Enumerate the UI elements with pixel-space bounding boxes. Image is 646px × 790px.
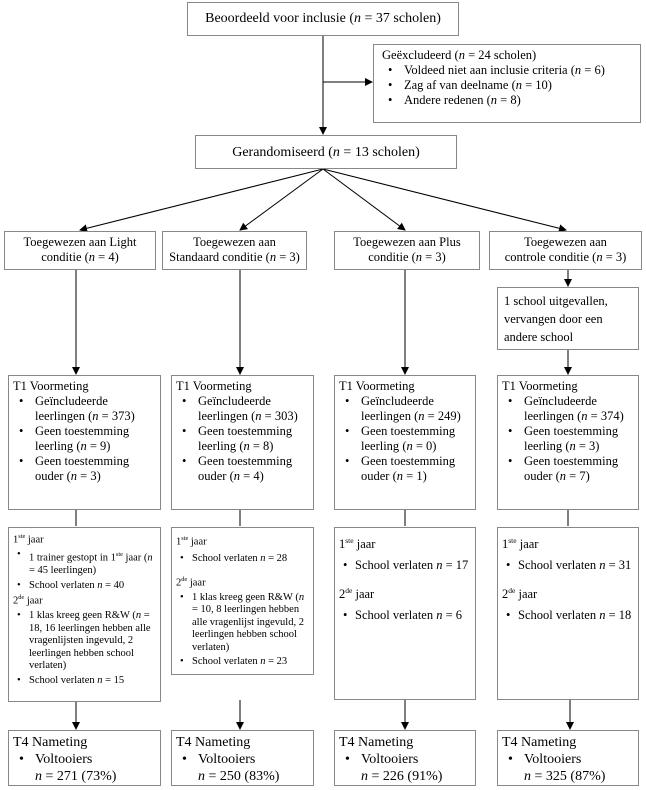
t1-light-box: T1 Voormeting Geïncludeerde leerlingen (… — [8, 375, 161, 510]
t4-completers: Voltooiers — [339, 751, 473, 768]
excluded-item: Andere redenen (n = 8) — [382, 93, 640, 108]
dropout-plus-box: 1ste jaar School verlaten n = 17 2de jaa… — [334, 527, 476, 700]
dropout-item: School verlaten n = 6 — [339, 608, 473, 623]
t4-completers-value: n = 226 (91%) — [361, 769, 443, 784]
dropout-item: 1 klas kreeg geen R&W (n = 10, 8 leerlin… — [176, 592, 311, 655]
t1-included: Geïncludeerde leerlingen (n = 303) — [176, 394, 311, 424]
t4-title: T4 Nameting — [13, 735, 88, 750]
t1-no-consent-parent: Geen toestemming ouder (n = 4) — [176, 454, 311, 484]
t1-standard-box: T1 Voormeting Geïncludeerde leerlingen (… — [171, 375, 314, 510]
year2-label: 2de jaar — [176, 575, 206, 589]
excluded-item: Voldeed niet aan inclusie criteria (n = … — [382, 63, 640, 78]
excluded-list: Voldeed niet aan inclusie criteria (n = … — [382, 63, 640, 108]
dropout-item: School verlaten n = 23 — [176, 656, 311, 669]
dropout-item: School verlaten n = 40 — [13, 580, 158, 593]
dropout-item: 1 klas kreeg geen R&W (n = 18, 16 leerli… — [13, 610, 158, 673]
replacement-box: 1 school uitgevallen, vervangen door een… — [497, 287, 639, 350]
t1-included: Geïncludeerde leerlingen (n = 374) — [502, 394, 636, 424]
arrow-rand-to-plus — [322, 168, 406, 231]
year2-label: 2de jaar — [502, 586, 538, 602]
arm-standard-box: Toegewezen aan Standaard conditie (n = 3… — [162, 231, 307, 270]
arrow-rand-to-control — [322, 168, 567, 233]
t1-included: Geïncludeerde leerlingen (n = 249) — [339, 394, 473, 424]
t4-title: T4 Nameting — [502, 735, 577, 750]
t1-no-consent-parent: Geen toestemming ouder (n = 3) — [13, 454, 158, 484]
dropout-item: School verlaten n = 17 — [339, 558, 473, 573]
dropout-item: School verlaten n = 28 — [176, 553, 311, 566]
t1-no-consent-student: Geen toestemming leerling (n = 9) — [13, 424, 158, 454]
excluded-title: Geëxcludeerd (n = 24 scholen) — [382, 48, 537, 62]
excluded-item: Zag af van deelname (n = 10) — [382, 78, 640, 93]
t4-standard-box: T4 Nameting Voltooiers n = 250 (83%) — [171, 730, 314, 786]
t1-title: T1 Voormeting — [13, 379, 89, 393]
t1-no-consent-student: Geen toestemming leerling (n = 3) — [502, 424, 636, 454]
t1-no-consent-student: Geen toestemming leerling (n = 0) — [339, 424, 473, 454]
t4-completers: Voltooiers — [502, 751, 636, 768]
t1-title: T1 Voormeting — [339, 379, 415, 393]
dropout-item: School verlaten n = 18 — [502, 608, 636, 623]
arrow-rand-to-light — [79, 168, 324, 233]
t4-title: T4 Nameting — [176, 735, 251, 750]
t4-completers: Voltooiers — [13, 751, 158, 768]
arm-control-box: Toegewezen aan controle conditie (n = 3) — [489, 231, 642, 270]
t1-included: Geïncludeerde leerlingen (n = 373) — [13, 394, 158, 424]
year1-label: 1ste jaar — [13, 533, 44, 546]
t4-completers-value: n = 271 (73%) — [35, 769, 117, 784]
year1-label: 1ste jaar — [502, 536, 539, 552]
arm-plus-box: Toegewezen aan Plus conditie (n = 3) — [334, 231, 480, 270]
randomized-box: Gerandomiseerd (n = 13 scholen) — [195, 135, 457, 169]
dropout-item: School verlaten n = 31 — [502, 558, 636, 573]
year1-label: 1ste jaar — [339, 536, 376, 552]
assessed-box: Beoordeeld voor inclusie (n = 37 scholen… — [187, 2, 459, 36]
t1-no-consent-parent: Geen toestemming ouder (n = 7) — [502, 454, 636, 484]
t4-title: T4 Nameting — [339, 735, 414, 750]
t4-control-box: T4 Nameting Voltooiers n = 325 (87%) — [497, 730, 639, 786]
dropout-standard-box: 1ste jaar School verlaten n = 28 2de jaa… — [171, 527, 314, 675]
arrow-rand-to-standard — [239, 168, 324, 231]
t1-title: T1 Voormeting — [176, 379, 252, 393]
dropout-light-box: 1ste jaar 1 trainer gestopt in 1ste jaar… — [8, 527, 161, 702]
year2-label: 2de jaar — [13, 594, 43, 607]
t1-control-box: T1 Voormeting Geïncludeerde leerlingen (… — [497, 375, 639, 510]
year2-label: 2de jaar — [339, 586, 375, 602]
t1-no-consent-student: Geen toestemming leerling (n = 8) — [176, 424, 311, 454]
t1-no-consent-parent: Geen toestemming ouder (n = 1) — [339, 454, 473, 484]
t4-light-box: T4 Nameting Voltooiers n = 271 (73%) — [8, 730, 161, 786]
t1-plus-box: T1 Voormeting Geïncludeerde leerlingen (… — [334, 375, 476, 510]
year1-label: 1ste jaar — [176, 535, 207, 548]
dropout-item: 1 trainer gestopt in 1ste jaar (n = 45 l… — [13, 549, 158, 578]
t4-plus-box: T4 Nameting Voltooiers n = 226 (91%) — [334, 730, 476, 786]
excluded-box: Geëxcludeerd (n = 24 scholen) Voldeed ni… — [373, 44, 641, 123]
t1-title: T1 Voormeting — [502, 379, 578, 393]
t4-completers-value: n = 325 (87%) — [524, 769, 606, 784]
dropout-item: School verlaten n = 15 — [13, 675, 158, 688]
t4-completers: Voltooiers — [176, 751, 311, 768]
dropout-control-box: 1ste jaar School verlaten n = 31 2de jaa… — [497, 527, 639, 700]
arm-light-box: Toegewezen aan Light conditie (n = 4) — [4, 231, 156, 270]
t4-completers-value: n = 250 (83%) — [198, 769, 280, 784]
